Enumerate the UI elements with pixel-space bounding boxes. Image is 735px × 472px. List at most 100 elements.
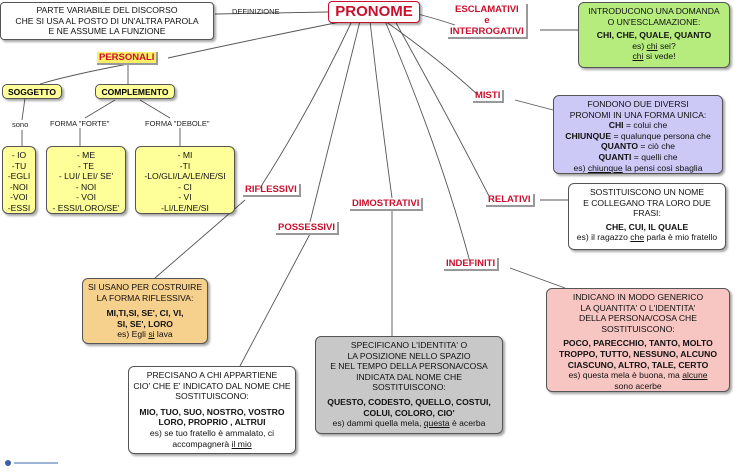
forte-item: - VOI bbox=[75, 192, 97, 203]
indefiniti-line: INDICANO IN MODO GENERICO bbox=[572, 292, 704, 302]
label-personali: PERSONALI bbox=[97, 52, 159, 65]
link-indefiniti bbox=[384, 20, 471, 263]
indefiniti-box: INDICANO IN MODO GENERICO LA QUANTITA' O… bbox=[546, 288, 730, 392]
title-pronome: PRONOME bbox=[328, 1, 420, 23]
indefiniti-line: SOSTITUISCONO: bbox=[601, 323, 675, 334]
dimostrativi-line: SOSTITUISCONO: bbox=[372, 382, 446, 393]
indefiniti-bold: CIASCUNO, ALTRO, TALE, CERTO bbox=[567, 359, 709, 370]
forte-item: - ESSI/LORO/SE' bbox=[52, 202, 120, 213]
label-dimostrativi: DIMOSTRATIVI bbox=[350, 198, 424, 211]
label-forma-debole: FORMA "DEBOLE" bbox=[145, 119, 210, 128]
debole-item: - MI bbox=[177, 150, 193, 160]
link-personali-soggetto bbox=[39, 63, 129, 85]
label-relativi: RELATIVI bbox=[486, 194, 535, 207]
indefiniti-line: DELLA PERSONA/COSA CHE bbox=[579, 313, 697, 324]
definition-line-1: PARTE VARIABILE DEL DISCORSO bbox=[36, 5, 178, 15]
soggetto-item: -VOI bbox=[10, 192, 28, 203]
esclamativi-box: INTRODUCONO UNA DOMANDA O UN'ESCLAMAZION… bbox=[578, 2, 730, 68]
forte-item: - ME bbox=[76, 150, 96, 160]
relativi-bold: CHE, CUI, IL QUALE bbox=[605, 221, 689, 232]
misti-example: es) chiunque la pensi così sbaglia bbox=[573, 162, 703, 173]
possessivi-line: PRECISANO A CHI APPARTIENE bbox=[146, 370, 278, 380]
label-esclamativi-3: INTERROGATIVI bbox=[450, 26, 524, 37]
label-esclamativi: ESCLAMATIVI e INTERROGATIVI bbox=[448, 4, 528, 39]
indefiniti-bold: POCO, PARECCHIO, TANTO, MOLTO bbox=[563, 338, 713, 349]
link-esclamativi bbox=[417, 13, 456, 26]
forte-item: - LUI/ LEI/ SE' bbox=[58, 171, 114, 182]
relativi-line: SOSTITUISCONO UN NOME bbox=[589, 187, 705, 197]
logo-icon bbox=[4, 454, 60, 466]
label-riflessivi: RIFLESSIVI bbox=[243, 184, 301, 197]
misti-item: CHI = colui che bbox=[608, 120, 668, 131]
misti-line: PRONOMI IN UNA FORMA UNICA: bbox=[569, 109, 707, 120]
dimostrativi-line: SPECIFICANO L'IDENTITA' O bbox=[350, 340, 468, 350]
soggetto-item: -TU bbox=[11, 160, 27, 171]
dimostrativi-line: E NEL TEMPO DELLA PERSONA/COSA bbox=[330, 361, 488, 372]
riflessivi-line: LA FORMA RIFLESSIVA: bbox=[96, 292, 194, 303]
riflessivi-box: SI USANO PER COSTRUIRE LA FORMA RIFLESSI… bbox=[82, 278, 208, 344]
misti-item: CHIUNQUE = qualunque persona che bbox=[565, 130, 711, 141]
relativi-line: FRASI: bbox=[633, 208, 661, 219]
dimostrativi-example: es) dammi quella mela, questa è acerba bbox=[332, 418, 486, 429]
relativi-box: SOSTITUISCONO UN NOME E COLLEGANO TRA LO… bbox=[568, 183, 726, 250]
link-relativi bbox=[394, 20, 491, 199]
riflessivi-bold: SI, SE', LORO bbox=[116, 318, 173, 329]
indefiniti-example-2: sono acerbe bbox=[614, 380, 662, 391]
debole-item: -LI/LE/NE/SI bbox=[161, 202, 209, 213]
soggetto-list: - IO -TU -EGLI -NOI -VOI -ESSI bbox=[2, 146, 36, 214]
esclamativi-bold: CHI, CHE, QUALE, QUANTO bbox=[596, 30, 712, 41]
forte-list: - ME - TE - LUI/ LEI/ SE' - NOI - VOI - … bbox=[46, 146, 126, 214]
esclamativi-example-1: es) chi sei? bbox=[632, 40, 676, 51]
forte-item: - TE bbox=[77, 160, 95, 171]
label-esclamativi-1: ESCLAMATIVI bbox=[455, 4, 519, 15]
possessivi-bold: MIO, TUO, SUO, NOSTRO, VOSTRO bbox=[139, 406, 285, 417]
link-definizione bbox=[214, 11, 329, 15]
riflessivi-example: es) Egli si lava bbox=[117, 329, 173, 340]
esclamativi-example-2: chi si vede! bbox=[632, 51, 676, 62]
soggetto-item: - IO bbox=[11, 150, 27, 160]
link-possessivi-box bbox=[239, 233, 311, 367]
misti-item: QUANTO = ciò che bbox=[600, 141, 676, 152]
debole-item: - CI bbox=[178, 181, 192, 192]
dimostrativi-line: INDICATA DAL NOME CHE bbox=[356, 371, 462, 382]
link-riflessivi bbox=[259, 20, 353, 189]
link-complemento-forte bbox=[84, 99, 116, 119]
link-indefiniti-box bbox=[509, 267, 566, 289]
link-complemento-debole bbox=[139, 99, 171, 119]
possessivi-bold: LORO, PROPRIO , ALTRUI bbox=[158, 417, 266, 428]
definition-line-3: E NE ASSUME LA FUNZIONE bbox=[48, 26, 166, 37]
debole-item: - VI bbox=[178, 192, 192, 203]
indefiniti-line: LA QUANTITA' O L'IDENTITA' bbox=[580, 302, 696, 313]
soggetto-item: -NOI bbox=[9, 181, 29, 192]
label-esclamativi-2: e bbox=[484, 15, 490, 26]
indefiniti-example: es) questa mela è buona, ma alcune bbox=[568, 370, 708, 381]
dimostrativi-bold: COLUI, COLORO, CIO' bbox=[363, 407, 455, 418]
link-possessivi bbox=[309, 20, 361, 223]
misti-item: QUANTI = quelli che bbox=[598, 151, 678, 162]
dimostrativi-line: LA POSIZIONE NELLO SPAZIO bbox=[347, 350, 471, 361]
debole-item: -LO/GLI/LA/LE/NE/SI bbox=[144, 171, 226, 182]
label-definizione: DEFINIZIONE bbox=[232, 7, 280, 16]
soggetto-item: -EGLI bbox=[7, 171, 31, 182]
link-dimostrativi bbox=[369, 20, 393, 199]
esclamativi-line: INTRODUCONO UNA DOMANDA bbox=[588, 6, 720, 16]
label-forma-forte: FORMA "FORTE" bbox=[50, 119, 110, 128]
label-possessivi: POSSESSIVI bbox=[276, 222, 340, 235]
definition-box: PARTE VARIABILE DEL DISCORSO CHE SI USA … bbox=[0, 2, 214, 40]
relativi-example: es) il ragazzo che parla è mio fratello bbox=[576, 232, 718, 243]
possessivi-example-1: es) se tuo fratello è ammalato, ci bbox=[149, 427, 275, 438]
possessivi-line: SOSTITUISCONO: bbox=[175, 391, 249, 402]
label-indefiniti: INDEFINITI bbox=[444, 258, 500, 271]
relativi-line: E COLLEGANO TRA LORO DUE bbox=[583, 197, 711, 208]
link-misti bbox=[384, 20, 479, 96]
label-misti: MISTI bbox=[473, 90, 505, 103]
node-soggetto: SOGGETTO bbox=[2, 84, 62, 99]
node-complemento: COMPLEMENTO bbox=[95, 84, 175, 99]
indefiniti-bold: TROPPO, TUTTO, NESSUNO, ALCUNO bbox=[558, 348, 718, 359]
label-sono: sono bbox=[12, 120, 29, 129]
soggetto-item: -ESSI bbox=[7, 202, 31, 213]
debole-list: - MI -TI -LO/GLI/LA/LE/NE/SI - CI - VI -… bbox=[135, 146, 235, 214]
riflessivi-bold: MI,TI,SI, SE', CI, VI, bbox=[106, 308, 184, 319]
esclamativi-line: O UN'ESCLAMAZIONE: bbox=[607, 16, 701, 27]
riflessivi-line: SI USANO PER COSTRUIRE bbox=[87, 282, 203, 292]
